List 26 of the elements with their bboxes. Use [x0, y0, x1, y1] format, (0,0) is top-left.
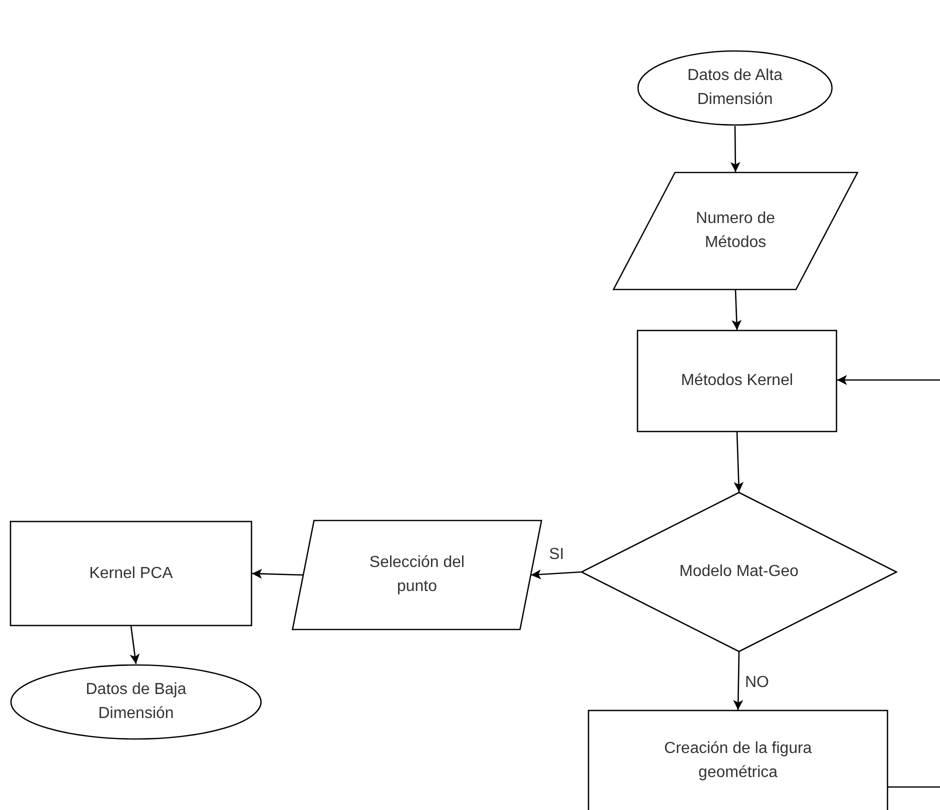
node-label: Datos de Baja Dimensión: [84, 680, 188, 724]
node-label: Creación de la figura geométrica: [663, 739, 813, 783]
arrow: [733, 652, 744, 710]
arrow: [530, 569, 582, 580]
node-label: Numero de Métodos: [694, 209, 776, 253]
arrow: [732, 290, 742, 330]
node-label: Kernel PCA: [88, 564, 174, 584]
data-parallelogram: [613, 172, 858, 290]
process-box: [10, 521, 252, 626]
terminal-ellipse: [637, 50, 833, 126]
node-label: Datos de Alta Dimensión: [686, 66, 784, 110]
node-label: Métodos Kernel: [680, 371, 794, 391]
edge-label: SI: [549, 546, 564, 564]
data-parallelogram: [292, 520, 542, 630]
process-box: [637, 330, 837, 432]
arrow: [837, 374, 940, 788]
node-label: Modelo Mat-Geo: [678, 562, 800, 582]
terminal-ellipse: [10, 664, 262, 740]
arrow: [730, 126, 740, 172]
edge-label: NO: [745, 674, 769, 692]
decision-diamond: [581, 492, 897, 652]
arrow: [130, 626, 140, 664]
process-box: [588, 710, 888, 810]
node-label: Selección del punto: [368, 553, 466, 597]
arrow: [734, 432, 744, 492]
arrow: [252, 568, 304, 579]
